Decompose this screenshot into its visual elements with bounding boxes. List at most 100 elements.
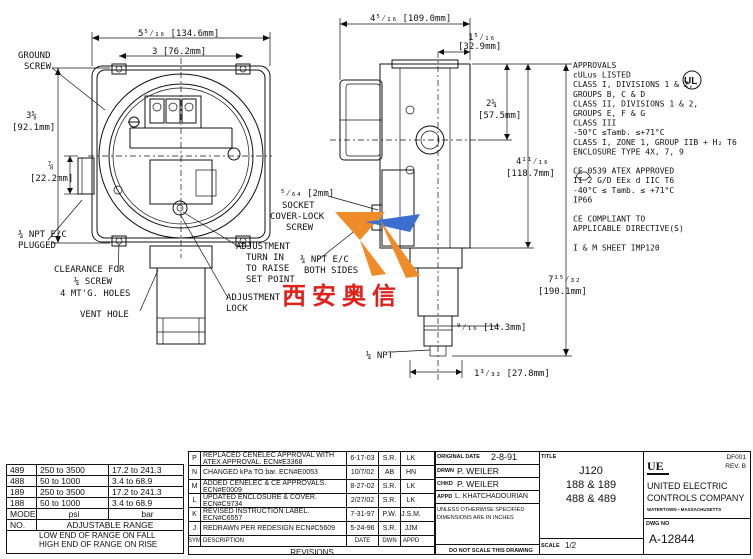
- label-adj-lock: ADJUSTMENT: [226, 293, 281, 303]
- no-scale-note: DO NOT SCALE THIS DRAWING: [449, 548, 533, 554]
- revision-cell: 10/7/02: [347, 466, 379, 479]
- company-address: WATERTOWN ▪ MASSACHUSETTS: [647, 507, 722, 512]
- ex-symbol-icon: [575, 171, 591, 181]
- author-block: ORIGINAL DATE 2-8-91 DRWN P. WEILER CHKD…: [435, 452, 540, 554]
- revision-cell: S.R.: [379, 494, 401, 507]
- title-line-1: J120: [579, 465, 603, 477]
- dim-5-5-16: 5⁵⁄₁₆ [134.6mm]: [138, 29, 219, 39]
- chkd-label: CHKD: [437, 481, 453, 487]
- range-table-note: LOW END OF RANGE ON FALL: [39, 531, 156, 540]
- dim-3-5-8-mm: [92.1mm]: [12, 123, 55, 133]
- title-line-3: 488 & 489: [565, 493, 617, 505]
- watermark-logo: 西安奥信: [282, 212, 420, 310]
- dim-socket: ⁵⁄₆₄ [2mm]: [280, 189, 334, 199]
- label-socket: SOCKET: [282, 201, 315, 211]
- label-plugged: ¾ NPT E/C: [18, 230, 67, 240]
- label-adjustment-2: TURN IN: [246, 253, 284, 263]
- appd-name: L. KHATCHADOURIAN: [455, 493, 528, 500]
- range-table-cell: 17.2 to 241.3: [112, 465, 162, 475]
- dwg-no-label: DWG NO: [646, 521, 670, 527]
- appd-label: APPD: [437, 494, 453, 500]
- revision-cell: 7-31-97: [347, 508, 379, 521]
- revision-cell: M: [189, 480, 201, 493]
- dim-2-1-4: 2¼: [486, 99, 497, 109]
- orig-date: 2-8-91: [491, 452, 518, 462]
- revision-cell: 8-27-02: [347, 480, 379, 493]
- label-both-sides: ¾ NPT E/C: [300, 255, 349, 265]
- range-table-cell: 3.4 to 68.9: [112, 498, 153, 508]
- revision-cell: S.R.: [379, 452, 401, 465]
- revision-cell: J: [189, 522, 201, 535]
- dim-3: 3 [76.2mm]: [152, 47, 206, 57]
- approval-line: -40°C ≤ Tamb. ≤ +71°C: [573, 186, 674, 195]
- dim-7-15-32: 7¹⁵⁄₃₂: [548, 275, 581, 285]
- revision-cell: DATE: [347, 536, 379, 546]
- range-table-cell: NO.: [7, 520, 37, 530]
- range-table-cell: 3.4 to 68.9: [112, 476, 153, 486]
- revision-cell: S.R.: [379, 522, 401, 535]
- watermark-text: 西安奥信: [282, 282, 402, 310]
- revision-cell: J.S.M.: [401, 511, 421, 518]
- title-block: ORIGINAL DATE 2-8-91 DRWN P. WEILER CHKD…: [434, 451, 751, 555]
- company-name-2: CONTROLS COMPANY: [647, 493, 745, 503]
- dim-4-11-16-mm: [118.7mm]: [506, 169, 555, 179]
- approval-line: IP66: [573, 195, 592, 204]
- scale-value: 1/2: [565, 541, 577, 550]
- revision-cell: S.R.: [379, 480, 401, 493]
- range-table-cell: 489: [7, 465, 37, 475]
- revision-cell: LK: [406, 497, 416, 504]
- dim-4-5-16: 4⁵⁄₁₆ [109.0mm]: [370, 14, 451, 24]
- label-vent-hole: VENT HOLE: [80, 310, 129, 320]
- label-clearance: CLEARANCE FOR: [54, 265, 125, 275]
- revision-cell: HN: [405, 469, 417, 476]
- ue-logo: UE: [647, 459, 669, 475]
- side-view: [317, 18, 572, 380]
- label-plugged-2: PLUGGED: [18, 241, 56, 251]
- approval-line: CLASS II, DIVISIONS 1 & 2,: [573, 99, 698, 108]
- label-ground-screw-2: SCREW: [24, 62, 52, 72]
- dim-7-8-mm: [22.2mm]: [30, 174, 73, 184]
- title-cell: TITLE J120 188 & 189 488 & 489 SCALE 1/2: [539, 452, 644, 554]
- range-table-cell: 250 to 3500: [37, 465, 109, 475]
- revision-cell: SYM: [189, 536, 201, 546]
- front-view: [47, 32, 272, 345]
- revision-cell: DWN: [379, 536, 401, 546]
- revision-cell: P.W.: [379, 508, 401, 521]
- revision-cell: CHANGED kPa TO bar. ECN#E0053: [201, 466, 347, 479]
- approval-line: CLASS III: [573, 119, 617, 128]
- dim-2-1-4-mm: [57.5mm]: [478, 111, 521, 121]
- ul-mark: UL: [682, 70, 702, 90]
- approval-line: CE COMPLIANT TO: [573, 215, 645, 224]
- revision-cell: UPDATED ENCLOSURE & COVER. ECN#C9734: [201, 494, 347, 507]
- label-ground-screw: GROUND: [18, 51, 51, 61]
- chkd-name: P. WEILER: [457, 479, 499, 489]
- revisions-title: REVISIONS: [290, 548, 334, 557]
- approval-line: ENCLOSURE TYPE 4X, 7, 9: [573, 147, 684, 156]
- dim-9-16: ⁹⁄₁₆ [14.3mm]: [456, 323, 526, 333]
- label-npt-quarter: ¼ NPT: [366, 351, 394, 361]
- approval-line: CLASS I, ZONE 1, GROUP IIB + H₂ T6: [573, 138, 737, 147]
- dim-4-11-16: 4¹¹⁄₁₆: [516, 157, 549, 167]
- range-table-cell: ADJUSTABLE RANGE: [66, 520, 154, 530]
- callout-labels: GROUND SCREW ¾ NPT E/C PLUGGED CLEARANCE…: [18, 51, 394, 361]
- revision-cell: APPD: [402, 537, 420, 544]
- range-table-row: NO. ADJUSTABLE RANGE: [7, 520, 183, 531]
- label-adjustment: ADJUSTMENT: [236, 242, 291, 252]
- dim-1-5-16: 1⁵⁄₁₆: [468, 33, 495, 43]
- ul-text: UL: [684, 76, 697, 87]
- revision-cell: REPLACED CENELEC APPROVAL WITH ATEX APPR…: [201, 452, 347, 465]
- approval-line: cULus LISTED: [573, 71, 631, 80]
- dim-7-15-32-mm: [190.1mm]: [538, 287, 587, 297]
- company-name-1: UNITED ELECTRIC: [647, 481, 728, 491]
- range-table-cell: psi: [37, 509, 109, 519]
- revision-cell: N: [189, 466, 201, 479]
- revision-cell: JJM: [404, 525, 418, 532]
- revision-cell: DESCRIPTION: [201, 536, 347, 546]
- revision-cell: P: [189, 452, 201, 465]
